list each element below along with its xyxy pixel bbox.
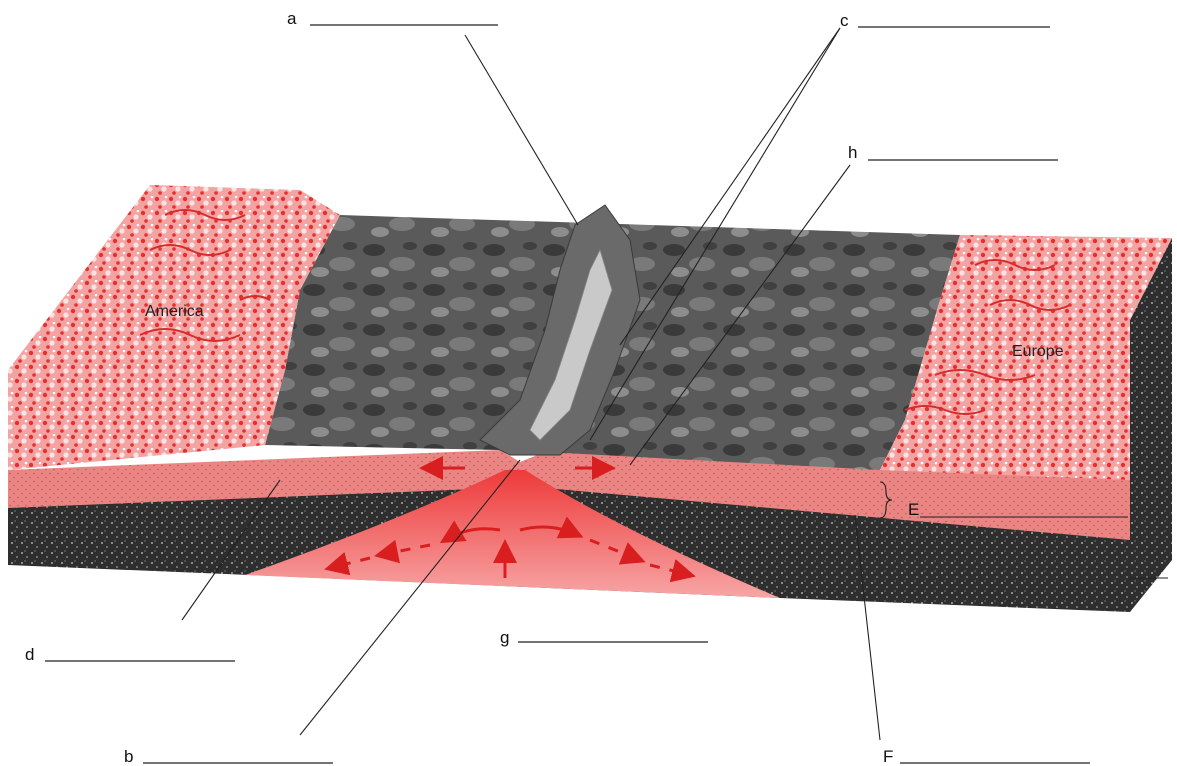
- label-g: g: [500, 628, 509, 647]
- label-a: a: [287, 9, 297, 28]
- label-c: c: [840, 11, 849, 30]
- america-label: America: [145, 303, 204, 320]
- europe-label: Europe: [1012, 343, 1064, 360]
- label-b: b: [124, 747, 133, 766]
- label-h: h: [848, 143, 857, 162]
- label-d: d: [25, 645, 34, 664]
- label-e: E: [908, 500, 919, 519]
- label-f: F: [883, 747, 893, 766]
